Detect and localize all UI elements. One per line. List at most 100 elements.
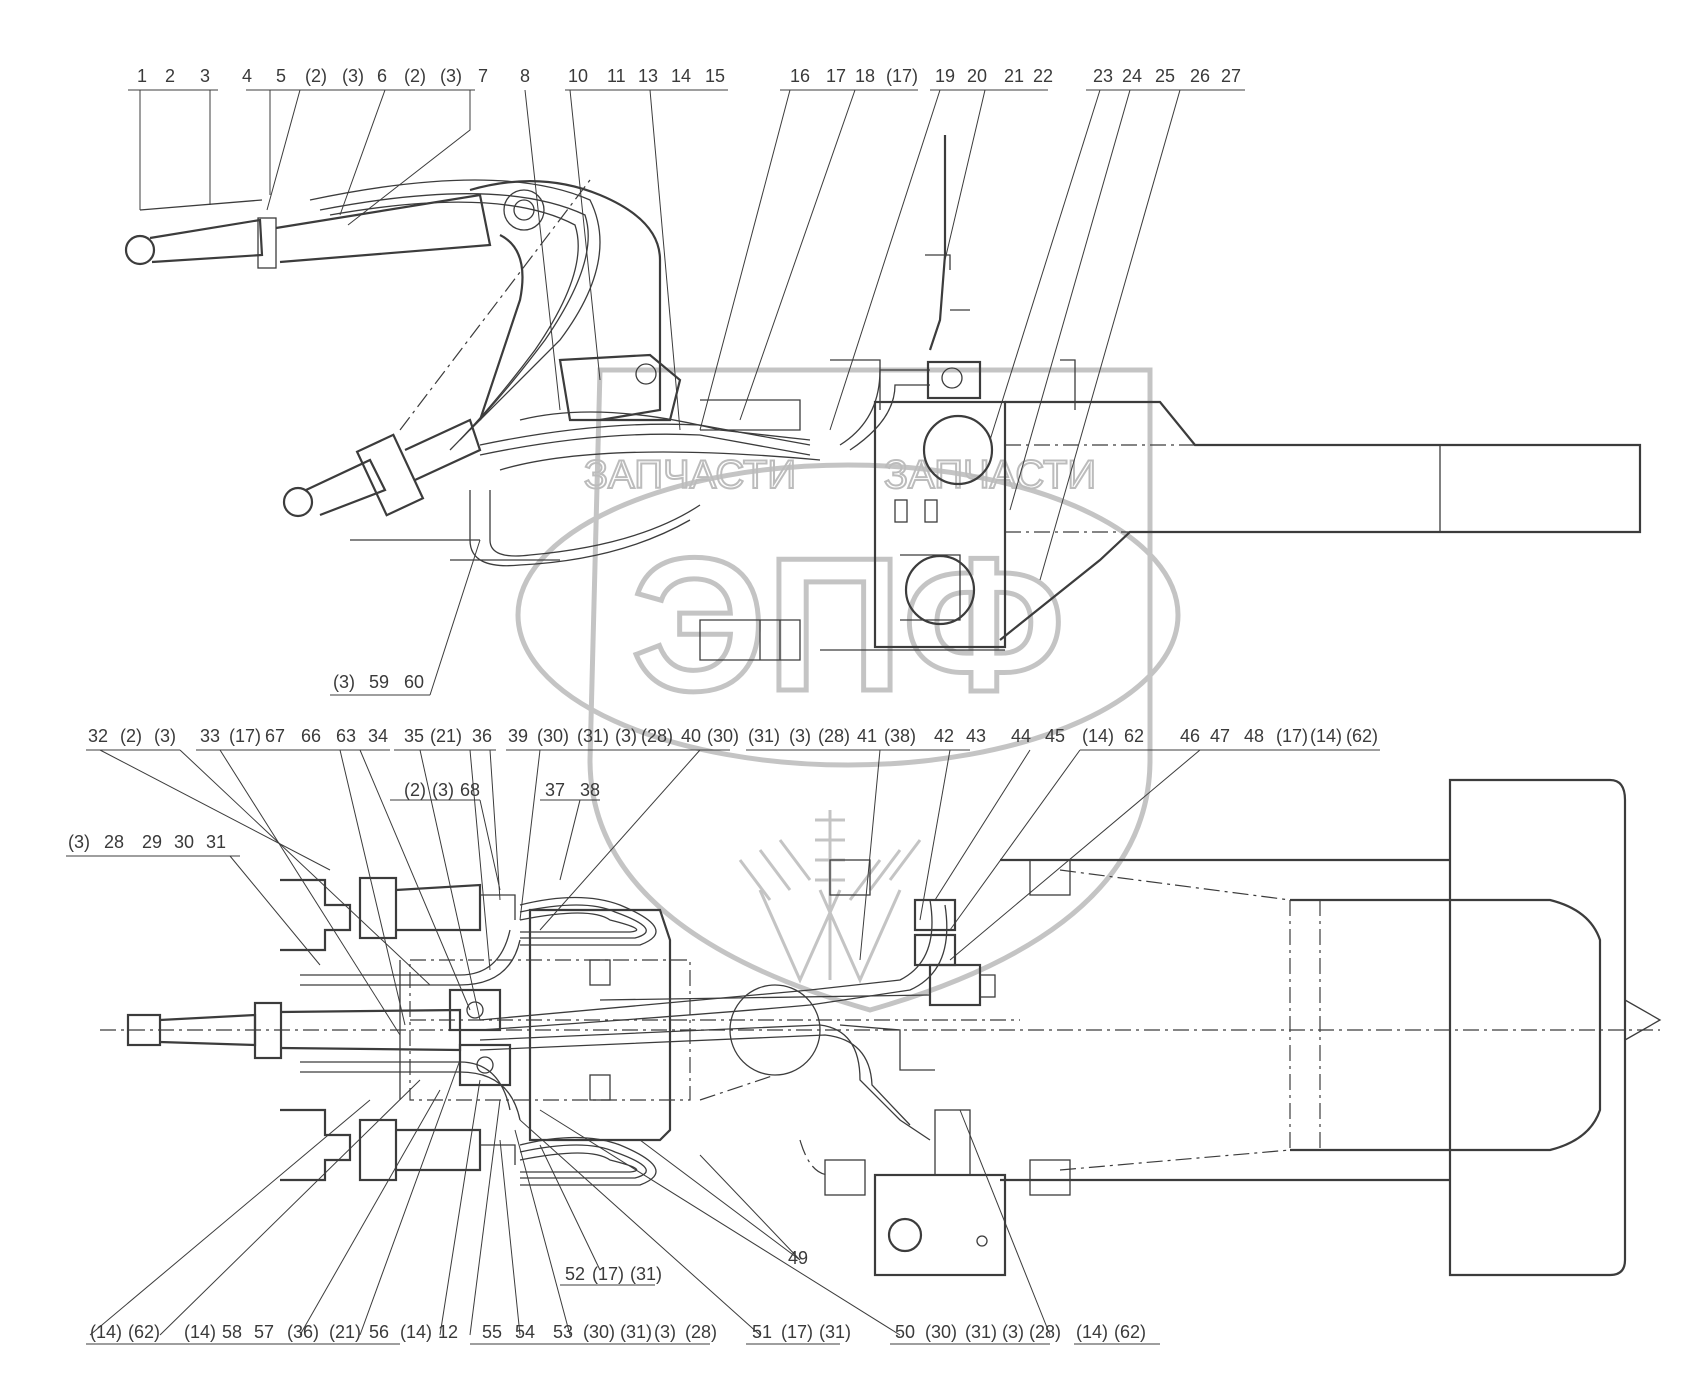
callout: (3) <box>342 66 364 86</box>
watermark: ЭПФ ЗАПЧАСТИ ЗАПЧАСТИ <box>515 367 1181 1013</box>
callout: 30 <box>174 832 194 852</box>
callout: 29 <box>142 832 162 852</box>
callout: 5 <box>276 66 286 86</box>
callout: (2) <box>404 780 426 800</box>
callout: 40 <box>681 726 701 746</box>
callout-labels-row2: 32 (2) (3) 33 (17) 67 66 63 34 35 (21) 3… <box>88 726 1378 746</box>
callout-labels-mid: (3) 59 60 <box>330 539 481 696</box>
callout: (2) <box>305 66 327 86</box>
callout: 49 <box>788 1248 808 1268</box>
callout: (2) <box>120 726 142 746</box>
callout: 3 <box>200 66 210 86</box>
callout: (3) <box>432 780 454 800</box>
callout: 59 <box>369 672 389 692</box>
callout: 11 <box>607 66 626 86</box>
callout: (30) <box>925 1322 957 1342</box>
callout: (3) <box>789 726 811 746</box>
callout: (14) <box>1076 1322 1108 1342</box>
callout: (31) <box>748 726 780 746</box>
callout: 51 <box>752 1322 772 1342</box>
callout: 50 <box>895 1322 915 1342</box>
callout: (30) <box>707 726 739 746</box>
callout: 27 <box>1221 66 1241 86</box>
callout-labels-bottom: (14) (62) (14) 58 57 (36) (21) 56 (14) 1… <box>90 1322 1146 1342</box>
callout: (14) <box>90 1322 122 1342</box>
callout: 44 <box>1011 726 1031 746</box>
callout: (38) <box>884 726 916 746</box>
callout: 20 <box>967 66 987 86</box>
callout: 66 <box>301 726 321 746</box>
callout: 28 <box>104 832 124 852</box>
callout: 15 <box>705 66 725 86</box>
callout: 4 <box>242 66 252 86</box>
bottom-leaders <box>99 749 1201 1036</box>
hydraulic-tank <box>830 135 1076 649</box>
callout: 39 <box>508 726 528 746</box>
bottom-valves <box>873 898 1007 1277</box>
callout: 25 <box>1155 66 1175 86</box>
callout: (28) <box>1029 1322 1061 1342</box>
callout: 57 <box>254 1322 274 1342</box>
callout-labels-top: 1 2 3 4 5 (2) (3) 6 (2) (3) 7 8 10 11 13… <box>137 66 1241 86</box>
callout: (17) <box>592 1264 624 1284</box>
callout: (62) <box>128 1322 160 1342</box>
callout: 13 <box>638 66 658 86</box>
callout: (14) <box>400 1322 432 1342</box>
central-valve-block <box>448 959 611 1101</box>
callout: 38 <box>580 780 600 800</box>
callout: (31) <box>630 1264 662 1284</box>
callout: 32 <box>88 726 108 746</box>
callout: (31) <box>577 726 609 746</box>
callout: 31 <box>206 832 226 852</box>
callout: 7 <box>478 66 488 86</box>
callout: 22 <box>1033 66 1053 86</box>
callout: (14) <box>1082 726 1114 746</box>
callout: 16 <box>790 66 810 86</box>
callout: 10 <box>568 66 588 86</box>
callout: (3) <box>333 672 355 692</box>
callout: (30) <box>537 726 569 746</box>
callout: 24 <box>1122 66 1142 86</box>
callout-labels-row4: (3) 28 29 30 31 <box>68 832 226 852</box>
lower-cylinder <box>282 418 560 561</box>
upper-cylinder <box>124 189 545 269</box>
callout: 60 <box>404 672 424 692</box>
callout: 23 <box>1093 66 1113 86</box>
callout: (3) <box>68 832 90 852</box>
callout: 62 <box>1124 726 1144 746</box>
watermark-left-text: ЗАПЧАСТИ <box>584 453 796 497</box>
callout: (36) <box>287 1322 319 1342</box>
bottom-frame <box>799 778 1662 1277</box>
watermark-big-text: ЭПФ <box>631 519 1065 731</box>
callout: (14) <box>184 1322 216 1342</box>
callout: (30) <box>583 1322 615 1342</box>
callout: (17) <box>886 66 918 86</box>
callout: 18 <box>855 66 875 86</box>
top-leaders <box>139 89 1181 581</box>
bottom-view <box>66 749 1662 1345</box>
callout: 35 <box>404 726 424 746</box>
callout: (3) <box>615 726 637 746</box>
callout: 1 <box>137 66 147 86</box>
callout: 6 <box>377 66 387 86</box>
callout: (62) <box>1114 1322 1146 1342</box>
callout: 42 <box>934 726 954 746</box>
callout: (21) <box>430 726 462 746</box>
callout: 33 <box>200 726 220 746</box>
top-hoses <box>469 369 930 567</box>
callout: 19 <box>935 66 955 86</box>
callout: 56 <box>369 1322 389 1342</box>
callout: 67 <box>265 726 285 746</box>
callout: 52 <box>565 1264 585 1284</box>
callout: 45 <box>1045 726 1065 746</box>
watermark-wheat-icon <box>738 810 922 984</box>
callout: (17) <box>229 726 261 746</box>
callout: (31) <box>620 1322 652 1342</box>
callout: 14 <box>671 66 691 86</box>
callout: 34 <box>368 726 388 746</box>
callout: 17 <box>826 66 846 86</box>
callout: 46 <box>1180 726 1200 746</box>
lower-leaders <box>86 1059 1160 1345</box>
watermark-shield <box>587 367 1153 1013</box>
